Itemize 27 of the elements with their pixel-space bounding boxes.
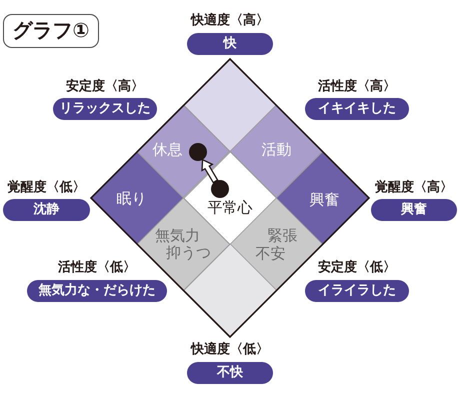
graph-title: グラフ①	[3, 14, 99, 48]
pill-label: イキイキした	[305, 98, 409, 120]
cell-label: 緊張	[267, 228, 298, 244]
axis-heading: 安定度〈高〉	[66, 79, 144, 95]
cell-label: 平常心	[207, 200, 252, 216]
pill-label: 不快	[187, 362, 273, 384]
cell-label: 活動	[261, 142, 292, 158]
cell-label: 興奮	[310, 192, 340, 208]
pill-label: 興奮	[371, 199, 457, 221]
axis-heading: 覚醒度〈低〉	[8, 180, 86, 196]
axis-heading: 覚醒度〈高〉	[375, 180, 453, 196]
arrow	[201, 158, 218, 184]
axis-heading: 快適度〈低〉	[191, 342, 269, 358]
cell-label: 無気力	[155, 228, 200, 244]
cell-label: 休息	[152, 142, 183, 158]
pill-label: 快	[187, 33, 273, 55]
axis-heading: 快適度〈高〉	[191, 13, 269, 29]
pill-label: 無気力な・だらけた	[27, 280, 167, 302]
pill-label: リラックスした	[53, 98, 157, 120]
cell-label: 眠り	[116, 191, 146, 206]
axis-heading: 活性度〈高〉	[318, 79, 396, 95]
pill-label: イライラした	[305, 280, 409, 302]
axis-heading: 安定度〈低〉	[318, 260, 396, 276]
cell-label: 抑うつ	[166, 246, 212, 261]
pill-label: 沈静	[3, 199, 90, 221]
cell-label: 不安	[255, 246, 286, 262]
axis-heading: 活性度〈低〉	[58, 260, 136, 276]
